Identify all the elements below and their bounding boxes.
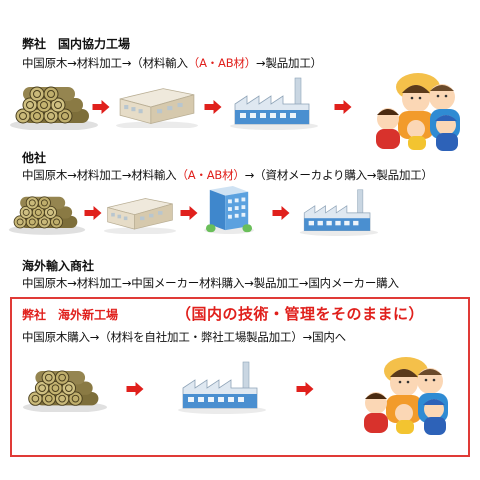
section-4-flow: 中国原木購入→（材料を自社加工・弊社工場製品加工）→国内へ	[22, 330, 346, 344]
section-4-slogan: （国内の技術・管理をそのままに）	[176, 305, 425, 323]
logs-icon	[9, 86, 99, 130]
flow-highlight: （A・AB材）	[187, 56, 257, 70]
section-3-flow: 中国原木→材料加工→中国メーカー材料購入→製品加工→国内メーカー購入	[22, 276, 399, 290]
flow-text-end: →（資材メーカより購入→製品加工）	[244, 168, 433, 182]
section-1-heading: 弊社 国内協力工場	[22, 37, 131, 51]
warehouse-icon	[116, 88, 198, 128]
arrow-icon	[334, 100, 352, 114]
arrow-icon	[272, 206, 290, 220]
family-icon	[364, 357, 448, 435]
section-3-heading: 海外輸入商社	[22, 259, 95, 273]
flow-text: 中国原木→材料加工→材料輸入	[22, 168, 177, 182]
section-1-flow: 中国原木→材料加工→（材料輸入（A・AB材）→製品加工）	[22, 56, 322, 70]
factory-icon	[299, 189, 378, 236]
section-2-flow: 中国原木→材料加工→材料輸入（A・AB材）→（資材メーカより購入→製品加工）	[22, 168, 433, 182]
arrow-icon	[92, 100, 110, 114]
warehouse-icon	[104, 198, 176, 234]
new-factory-box	[10, 297, 470, 457]
flow-highlight: （A・AB材）	[176, 168, 245, 182]
arrow-icon	[180, 206, 198, 220]
arrow-icon	[126, 382, 144, 396]
section-2-heading: 他社	[22, 151, 47, 165]
flow-text: 中国原木→材料加工→（材料輸入	[22, 56, 188, 70]
arrow-icon	[204, 100, 222, 114]
logs-icon	[8, 196, 86, 235]
office-building-icon	[204, 186, 254, 234]
flow-text-end: →製品加工）	[256, 56, 322, 70]
factory-icon	[177, 361, 266, 414]
logs-icon	[22, 370, 108, 412]
section-4-heading: 弊社 海外新工場	[22, 308, 119, 322]
family-icon	[376, 73, 460, 151]
arrow-icon	[84, 206, 102, 220]
arrow-icon	[296, 382, 314, 396]
factory-icon	[229, 77, 318, 130]
